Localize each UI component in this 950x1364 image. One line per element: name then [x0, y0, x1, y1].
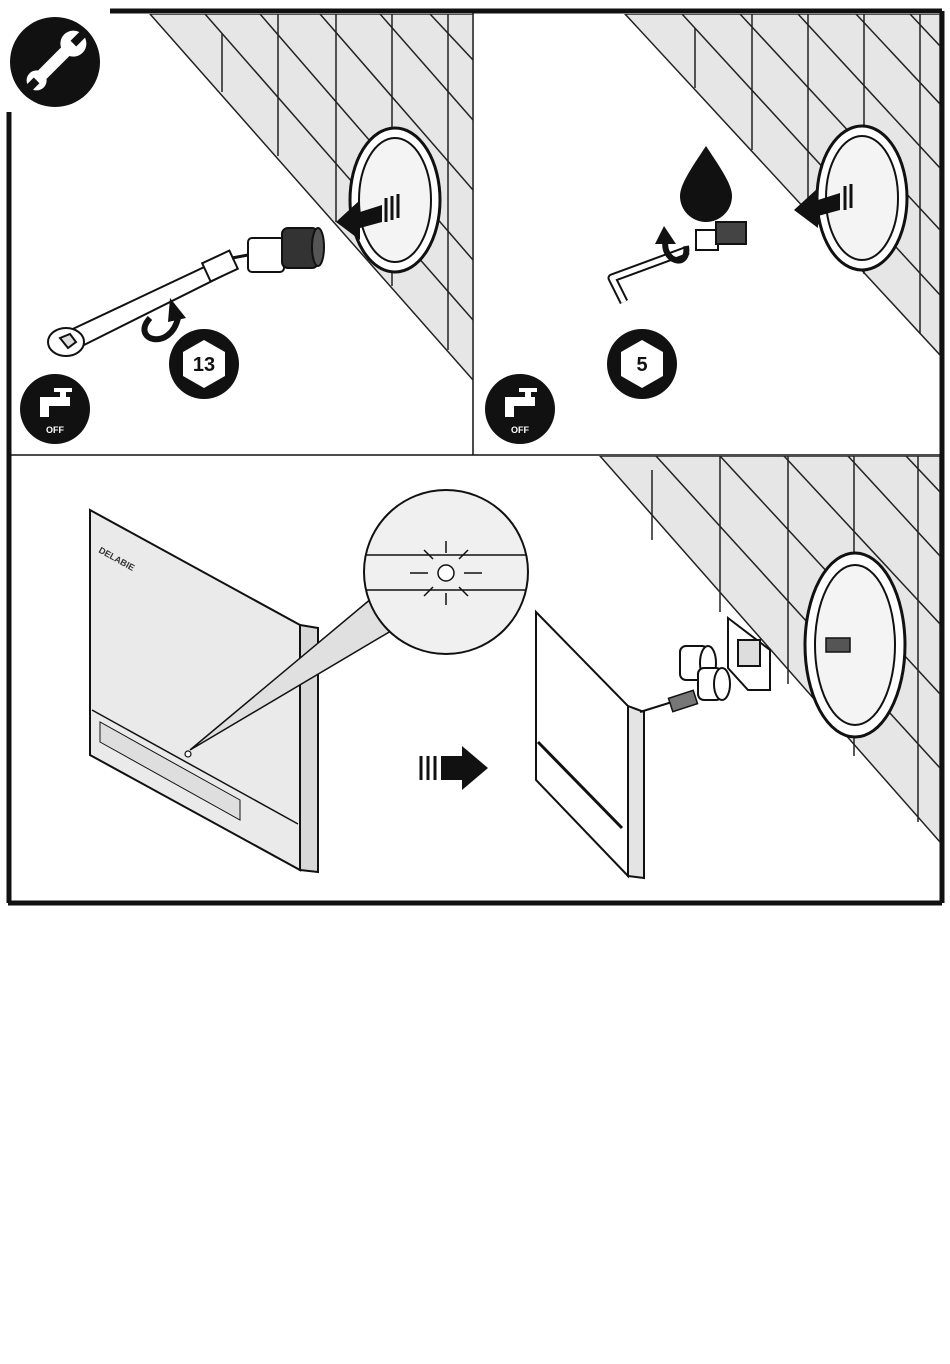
filter-cartridge: [696, 222, 746, 250]
push-in-arrow-icon: [421, 746, 488, 790]
water-status-label: OFF: [511, 425, 529, 435]
hex-size-badge: 5: [607, 329, 677, 399]
wall-mounting-ring: [805, 553, 905, 737]
valve-cartridge: [232, 228, 324, 272]
cover-plate-side-view: [536, 612, 644, 878]
fixing-screw: [640, 690, 698, 712]
wall-mounting-ring: [350, 128, 440, 272]
water-off-badge: OFF: [485, 374, 555, 444]
hex-size-badge: 13: [169, 329, 239, 399]
water-drop-icon: [680, 146, 732, 222]
panel-remove-filter: 5 OFF: [485, 14, 940, 444]
panel-mount-cover: DELABIE: [90, 456, 940, 878]
tool-badge: [10, 17, 100, 107]
hex-size-label: 13: [193, 354, 215, 376]
water-status-label: OFF: [46, 425, 64, 435]
water-off-badge: OFF: [20, 374, 90, 444]
hex-size-label: 5: [636, 354, 647, 376]
